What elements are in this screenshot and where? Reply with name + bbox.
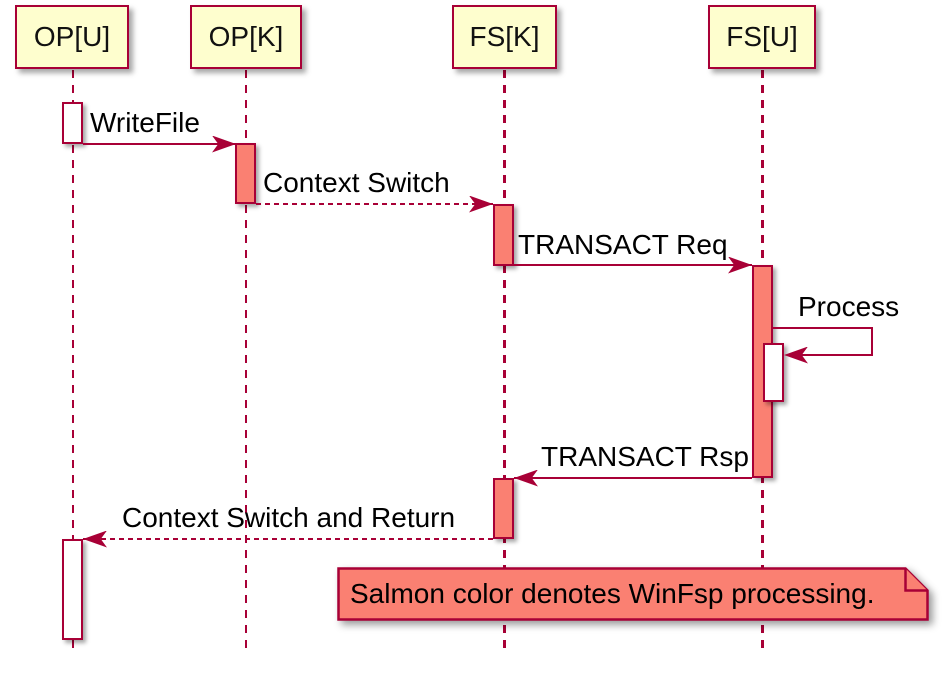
note-salmon: Salmon color denotes WinFsp processing. [337,567,929,621]
note-text: Salmon color denotes WinFsp processing. [350,578,875,609]
lifeline-op-k [244,70,247,653]
participant-label: OP[U] [33,21,111,52]
message-line [256,203,493,205]
message-label: TRANSACT Rsp [541,441,749,472]
participant-fs-u: FS[U] [708,5,816,69]
participant-label: OP[K] [208,21,284,52]
activation-fs-u-process [763,343,784,402]
participant-label: FS[K] [469,21,540,52]
message-label: Process [798,291,900,322]
message-label: Context Switch [263,167,450,198]
message-label: TRANSACT Req [518,229,728,260]
participant-op-u: OP[U] [15,5,129,69]
participant-op-k: OP[K] [190,5,302,69]
message-line [83,143,236,145]
activation-fs-k-request [493,204,514,266]
activation-op-k-winfsp [235,143,256,204]
participant-fs-k: FS[K] [452,5,557,69]
participant-label: FS[U] [726,21,798,52]
message-line [83,538,493,540]
message-label: Context Switch and Return [122,502,456,533]
message-line [792,354,873,356]
message-line [773,327,873,329]
lifeline-fs-k [503,70,506,653]
note-fold-icon [904,568,928,592]
message-line [514,477,752,479]
message-label: WriteFile [90,107,200,138]
message-line [870,327,873,356]
message-line [514,264,752,266]
activation-op-u-writefile [62,102,83,144]
activation-op-u-return [62,539,83,640]
note-shape [337,567,929,621]
lifeline-op-u [71,70,74,653]
activation-fs-k-response [493,478,514,539]
